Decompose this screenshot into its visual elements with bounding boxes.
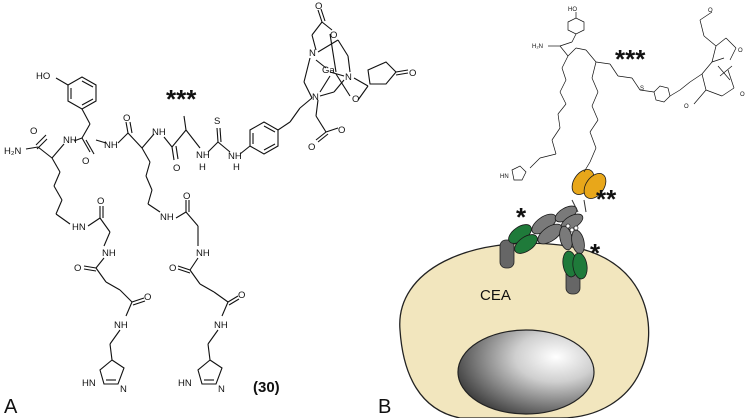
tyrosine-ring [67, 76, 97, 110]
tumor-cell: CEA [399, 242, 650, 418]
hn-label: HN [178, 378, 192, 389]
amine-label: H₂N [4, 146, 22, 157]
anti-cea-fab-right [572, 252, 588, 280]
oxygen-label: O [82, 156, 89, 167]
oxygen-label: O [74, 263, 81, 274]
nitrogen-label: N [312, 92, 319, 103]
bispecific-antibody [508, 169, 607, 280]
oxygen-label: O [308, 142, 315, 153]
oxygen-label: O [409, 68, 416, 79]
panel-a-structure: HO O H₂N NH O NH O NH O NH H [4, 1, 416, 395]
nh-label: NH [63, 135, 77, 146]
oxygen-label: O [708, 8, 713, 14]
nh-label: NH [196, 150, 210, 161]
oxygen-label: O [173, 163, 180, 174]
imidazole-ring [99, 359, 125, 385]
gallium-label: Ga [322, 65, 335, 76]
single-star-label-1: * [516, 202, 527, 232]
hn-label: HN [500, 174, 509, 180]
nh-label: NH [214, 320, 228, 331]
hydroxyl-label: HO [568, 7, 577, 13]
h-label: H [199, 162, 206, 173]
imidazole-ring [511, 165, 527, 181]
oxygen-label: O [123, 113, 130, 124]
oxygen-label: O [352, 94, 359, 105]
oxygen-label: O [30, 126, 37, 137]
nitrogen-label: N [345, 72, 352, 83]
nh-label: NH [104, 140, 118, 151]
panel-b-illustration: CEA * * ** ** [378, 7, 745, 418]
nh-label: NH [196, 248, 210, 259]
panel-b-letter: B [378, 396, 391, 418]
triple-star-label: *** [615, 44, 646, 74]
panel-a-letter: A [4, 396, 18, 418]
oxygen-label: O [315, 1, 322, 12]
anti-cea-fab-left [514, 234, 538, 254]
nh-label: NH [228, 151, 242, 162]
nh-label: NH [160, 212, 174, 223]
oxygen-label: O [330, 30, 337, 41]
oxygen-label: O [144, 292, 151, 303]
nh-label: NH [102, 248, 116, 259]
oxygen-label: O [169, 263, 176, 274]
nota-gallium-chelate: N Ga N N O O [303, 1, 416, 153]
sulfur-label: S [640, 86, 644, 92]
oxygen-label: O [183, 191, 190, 202]
receptor-left [499, 239, 515, 269]
double-star-label: ** [596, 184, 617, 214]
oxygen-label: O [740, 92, 745, 98]
compound-number: (30) [253, 379, 280, 396]
nh-label: NH [152, 127, 166, 138]
oxygen-label: O [238, 290, 245, 301]
oxygen-label: O [97, 196, 104, 207]
nitrogen-label: N [120, 384, 127, 395]
amine-label: H₂N [532, 44, 543, 50]
triple-star-label: *** [166, 84, 197, 114]
carboxylate-ring [367, 61, 397, 85]
imidazole-ring [197, 359, 223, 385]
h-label: H [233, 162, 240, 173]
anti-hapten-fab [583, 173, 607, 199]
nitrogen-label: N [309, 48, 316, 59]
tyrosine-ring [567, 17, 585, 35]
single-star-label-2: * [590, 238, 601, 268]
sulfur-label: S [214, 116, 220, 127]
oxygen-label: O [338, 125, 345, 136]
hn-label: HN [82, 378, 96, 389]
benzene-ring [653, 85, 671, 103]
oxygen-label: O [738, 48, 743, 54]
cell-nucleus [457, 329, 595, 415]
oxygen-label: O [684, 104, 689, 110]
benzene-ring [249, 121, 279, 155]
nitrogen-label: N [218, 384, 225, 395]
hn-label: HN [72, 222, 86, 233]
cea-label: CEA [480, 287, 511, 304]
hapten-peptide-structure: HO H₂N S [500, 7, 745, 181]
hydroxyl-label: HO [36, 71, 50, 82]
nh-label: NH [114, 320, 128, 331]
